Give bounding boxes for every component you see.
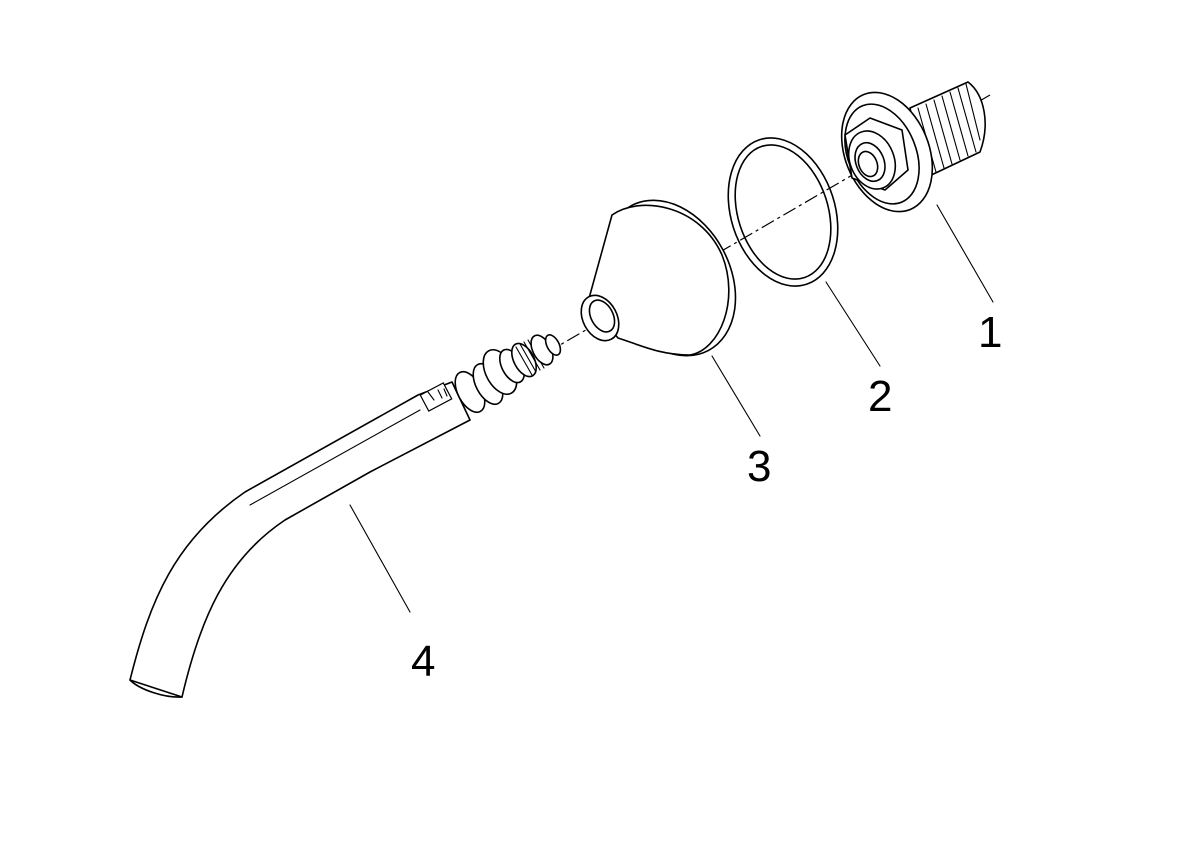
part-label-1: 1 [978,308,1002,357]
leader-lines [349,204,994,613]
spout-part-4 [129,334,562,698]
wall-connector-part-1 [840,81,986,213]
part-label-3: 3 [747,442,771,491]
part-label-2: 2 [868,372,892,421]
o-ring-part-2 [727,137,839,287]
part-label-4: 4 [411,637,435,686]
rosette-part-3 [580,199,737,357]
